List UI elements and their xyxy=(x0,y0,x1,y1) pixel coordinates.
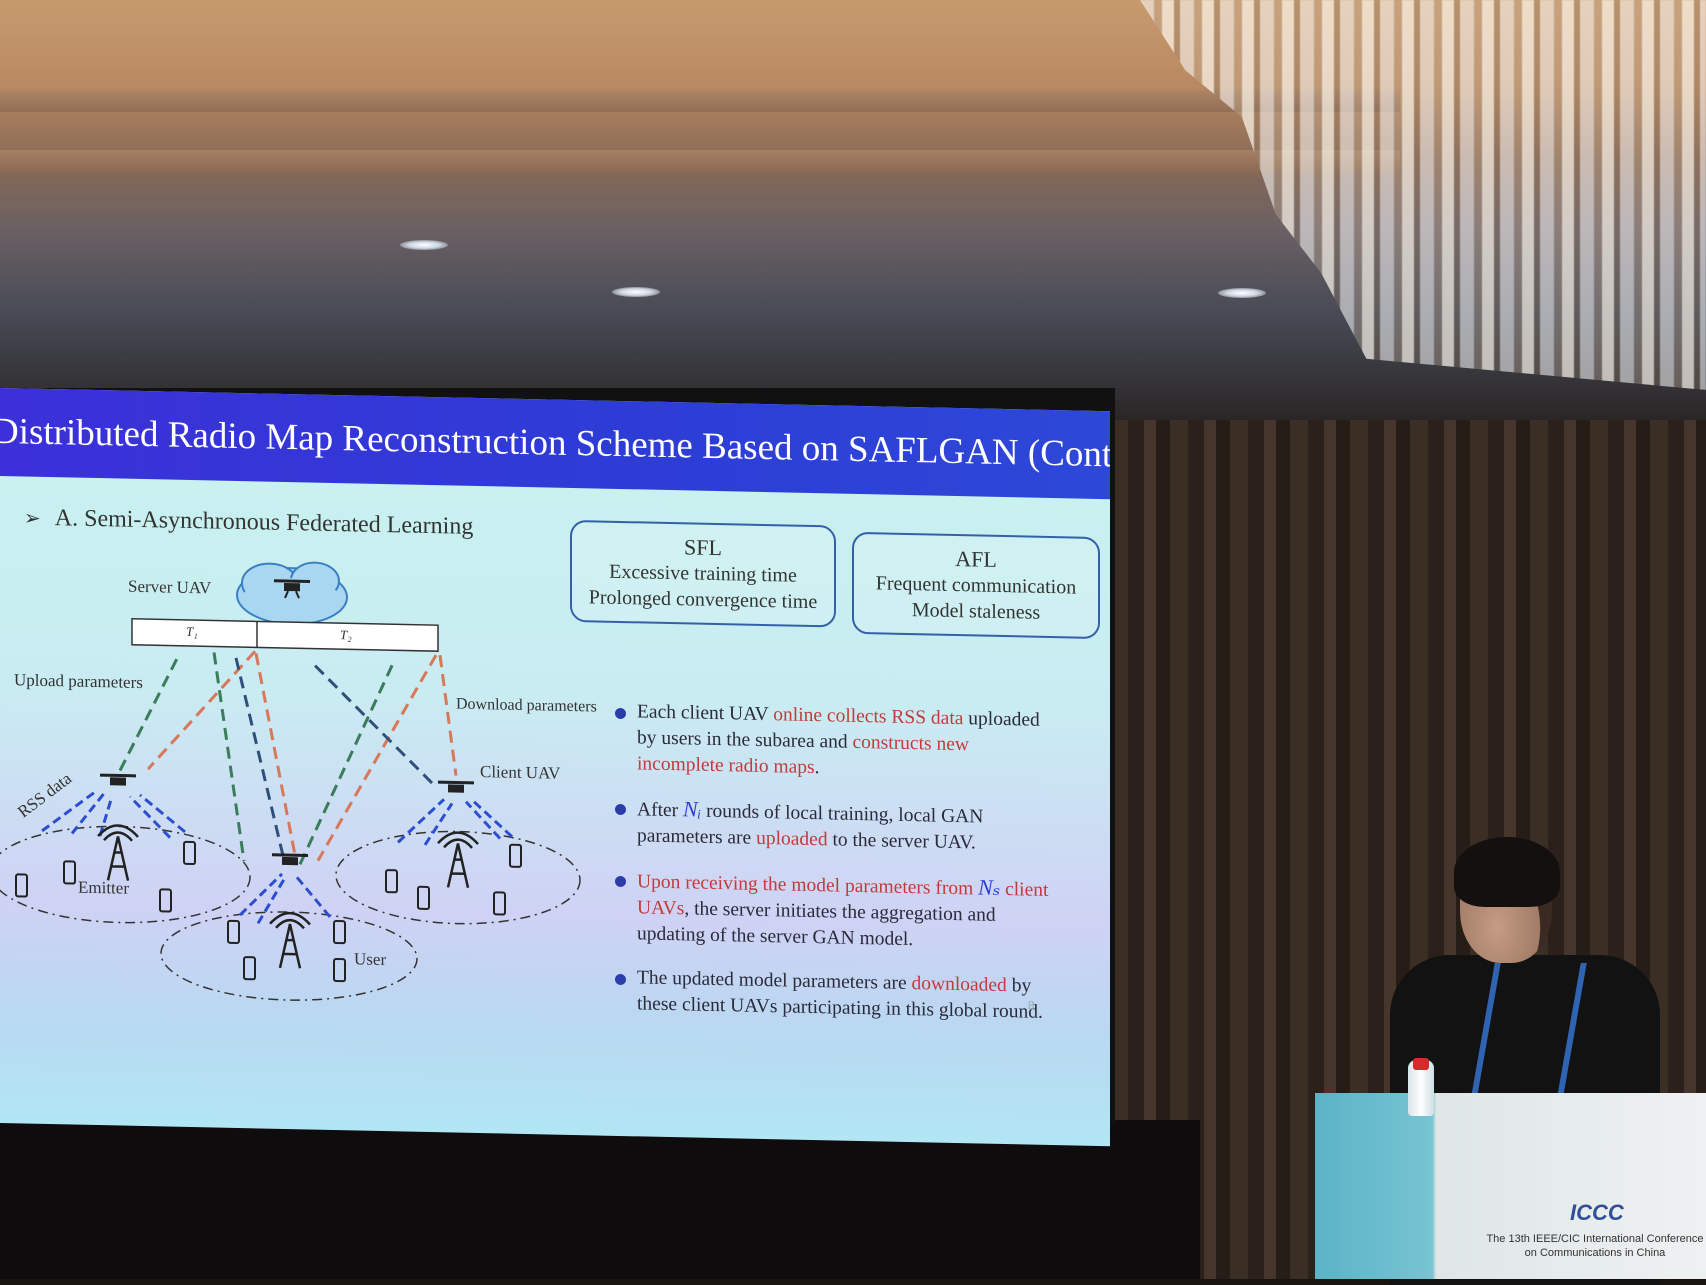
emitter-tower-icon xyxy=(278,923,302,969)
t2-label: T₂ xyxy=(340,627,352,643)
ceiling-light xyxy=(612,287,660,297)
phone-icon xyxy=(243,956,256,981)
ceiling-molding xyxy=(0,150,1400,172)
ceiling-molding xyxy=(0,90,1400,112)
client-drone-icon xyxy=(272,853,308,866)
client-drone-icon xyxy=(100,773,136,786)
section-title: A. Semi-Asynchronous Federated Learning xyxy=(54,505,474,540)
subarea-ellipse xyxy=(0,825,251,924)
bullet-dot-icon xyxy=(615,875,626,888)
bullet-item: After Nᵢ rounds of local training, local… xyxy=(615,795,1055,858)
presentation-slide: Distributed Radio Map Reconstruction Sch… xyxy=(0,388,1110,1147)
phone-icon xyxy=(227,919,240,944)
phone-icon xyxy=(15,873,28,898)
download-parameters-label: Download parameters xyxy=(456,695,597,716)
bullet-item: Upon receiving the model parameters from… xyxy=(615,867,1055,956)
emitter-tower-icon xyxy=(106,836,130,881)
bullet-dot-icon xyxy=(615,707,626,720)
saflgan-diagram: Server UAV T₁ T₂ Upload parameters Downl… xyxy=(0,538,620,1011)
client-uav-label: Client UAV xyxy=(480,762,561,783)
server-drone-icon xyxy=(274,579,310,599)
emitter-tower-icon xyxy=(446,843,470,889)
phone-icon xyxy=(183,840,196,866)
lower-wall xyxy=(0,1120,1200,1279)
section-heading: ➢ A. Semi-Asynchronous Federated Learning xyxy=(24,505,473,541)
ceiling-light xyxy=(400,240,448,250)
subarea-ellipse xyxy=(160,911,418,1001)
conference-name-line-1: The 13th IEEE/CIC International Conferen… xyxy=(1486,1233,1704,1245)
conference-logo: ICCC xyxy=(1570,1200,1624,1225)
afl-line-1: Frequent communication xyxy=(875,572,1077,599)
time-bar xyxy=(131,617,439,652)
conference-name: The 13th IEEE/CIC International Conferen… xyxy=(1480,1232,1706,1260)
podium xyxy=(1315,1093,1706,1279)
presenter-hair xyxy=(1454,837,1560,907)
phone-icon xyxy=(493,891,506,916)
slide-page-number: 8 xyxy=(1028,997,1035,1013)
bullet-dot-icon xyxy=(615,973,626,986)
server-uav-label: Server UAV xyxy=(128,576,212,598)
phone-icon xyxy=(417,885,430,910)
afl-line-2: Model staleness xyxy=(911,599,1041,624)
bullet-list: Each client UAV online collects RSS data… xyxy=(615,699,1055,1044)
upload-parameters-label: Upload parameters xyxy=(14,670,143,692)
t1-label: T₁ xyxy=(186,623,198,640)
client-drone-icon xyxy=(438,780,474,793)
user-label: User xyxy=(354,949,387,970)
arrow-bullet-icon: ➢ xyxy=(24,505,41,530)
phone-icon xyxy=(333,958,346,983)
subarea-ellipse xyxy=(335,830,581,925)
phone-icon xyxy=(385,869,398,894)
bullet-item: Each client UAV online collects RSS data… xyxy=(615,699,1055,786)
phone-icon xyxy=(333,920,346,945)
emitter-label: Emitter xyxy=(78,877,129,898)
phone-icon xyxy=(159,888,172,913)
bullet-item: The updated model parameters are downloa… xyxy=(615,965,1055,1026)
water-bottle-cap xyxy=(1413,1058,1429,1070)
afl-box: AFL Frequent communication Model stalene… xyxy=(852,531,1100,640)
phone-icon xyxy=(63,860,76,885)
slide-title: Distributed Radio Map Reconstruction Sch… xyxy=(0,410,1110,477)
conference-name-line-2: on Communications in China xyxy=(1524,1247,1666,1259)
ceiling-light xyxy=(1218,288,1266,298)
diagram-drawing xyxy=(0,561,581,1001)
bullet-dot-icon xyxy=(615,803,626,816)
phone-icon xyxy=(509,843,522,868)
